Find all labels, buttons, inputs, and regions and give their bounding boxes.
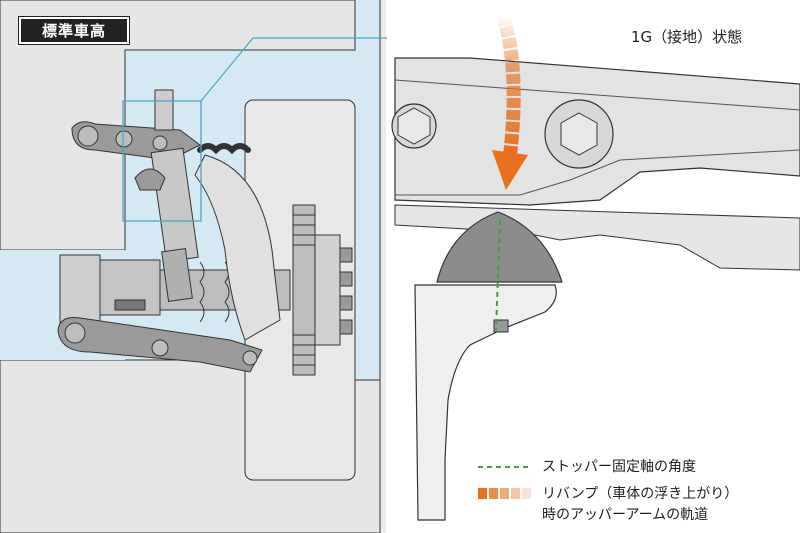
shock-absorber (134, 89, 199, 302)
legend-orange-swatch (478, 488, 531, 499)
lower-arm (57, 299, 263, 373)
state-tag: 標準車高 (18, 16, 130, 45)
stopper-bracket (414, 284, 557, 521)
zoom-box (122, 100, 202, 222)
stopper-axis-line (495, 219, 501, 331)
knuckle (194, 154, 281, 341)
legend-rebound-line1: リバンプ（車体の浮き上がり） (542, 486, 739, 502)
left-panel (0, 0, 386, 533)
rebound-arrow (492, 12, 528, 190)
bolt-left (391, 103, 437, 149)
right-panel (387, 0, 800, 533)
callout-label: 1G（接地）状態 (631, 28, 743, 46)
legend-swatches (478, 466, 532, 499)
bolt-right (544, 99, 614, 169)
legend-rebound-line2: 時のアッパーアームの軌道 (542, 507, 709, 523)
brake-rotor (292, 204, 353, 376)
legend-stopper-axis: ストッパー固定軸の角度 (542, 459, 696, 475)
